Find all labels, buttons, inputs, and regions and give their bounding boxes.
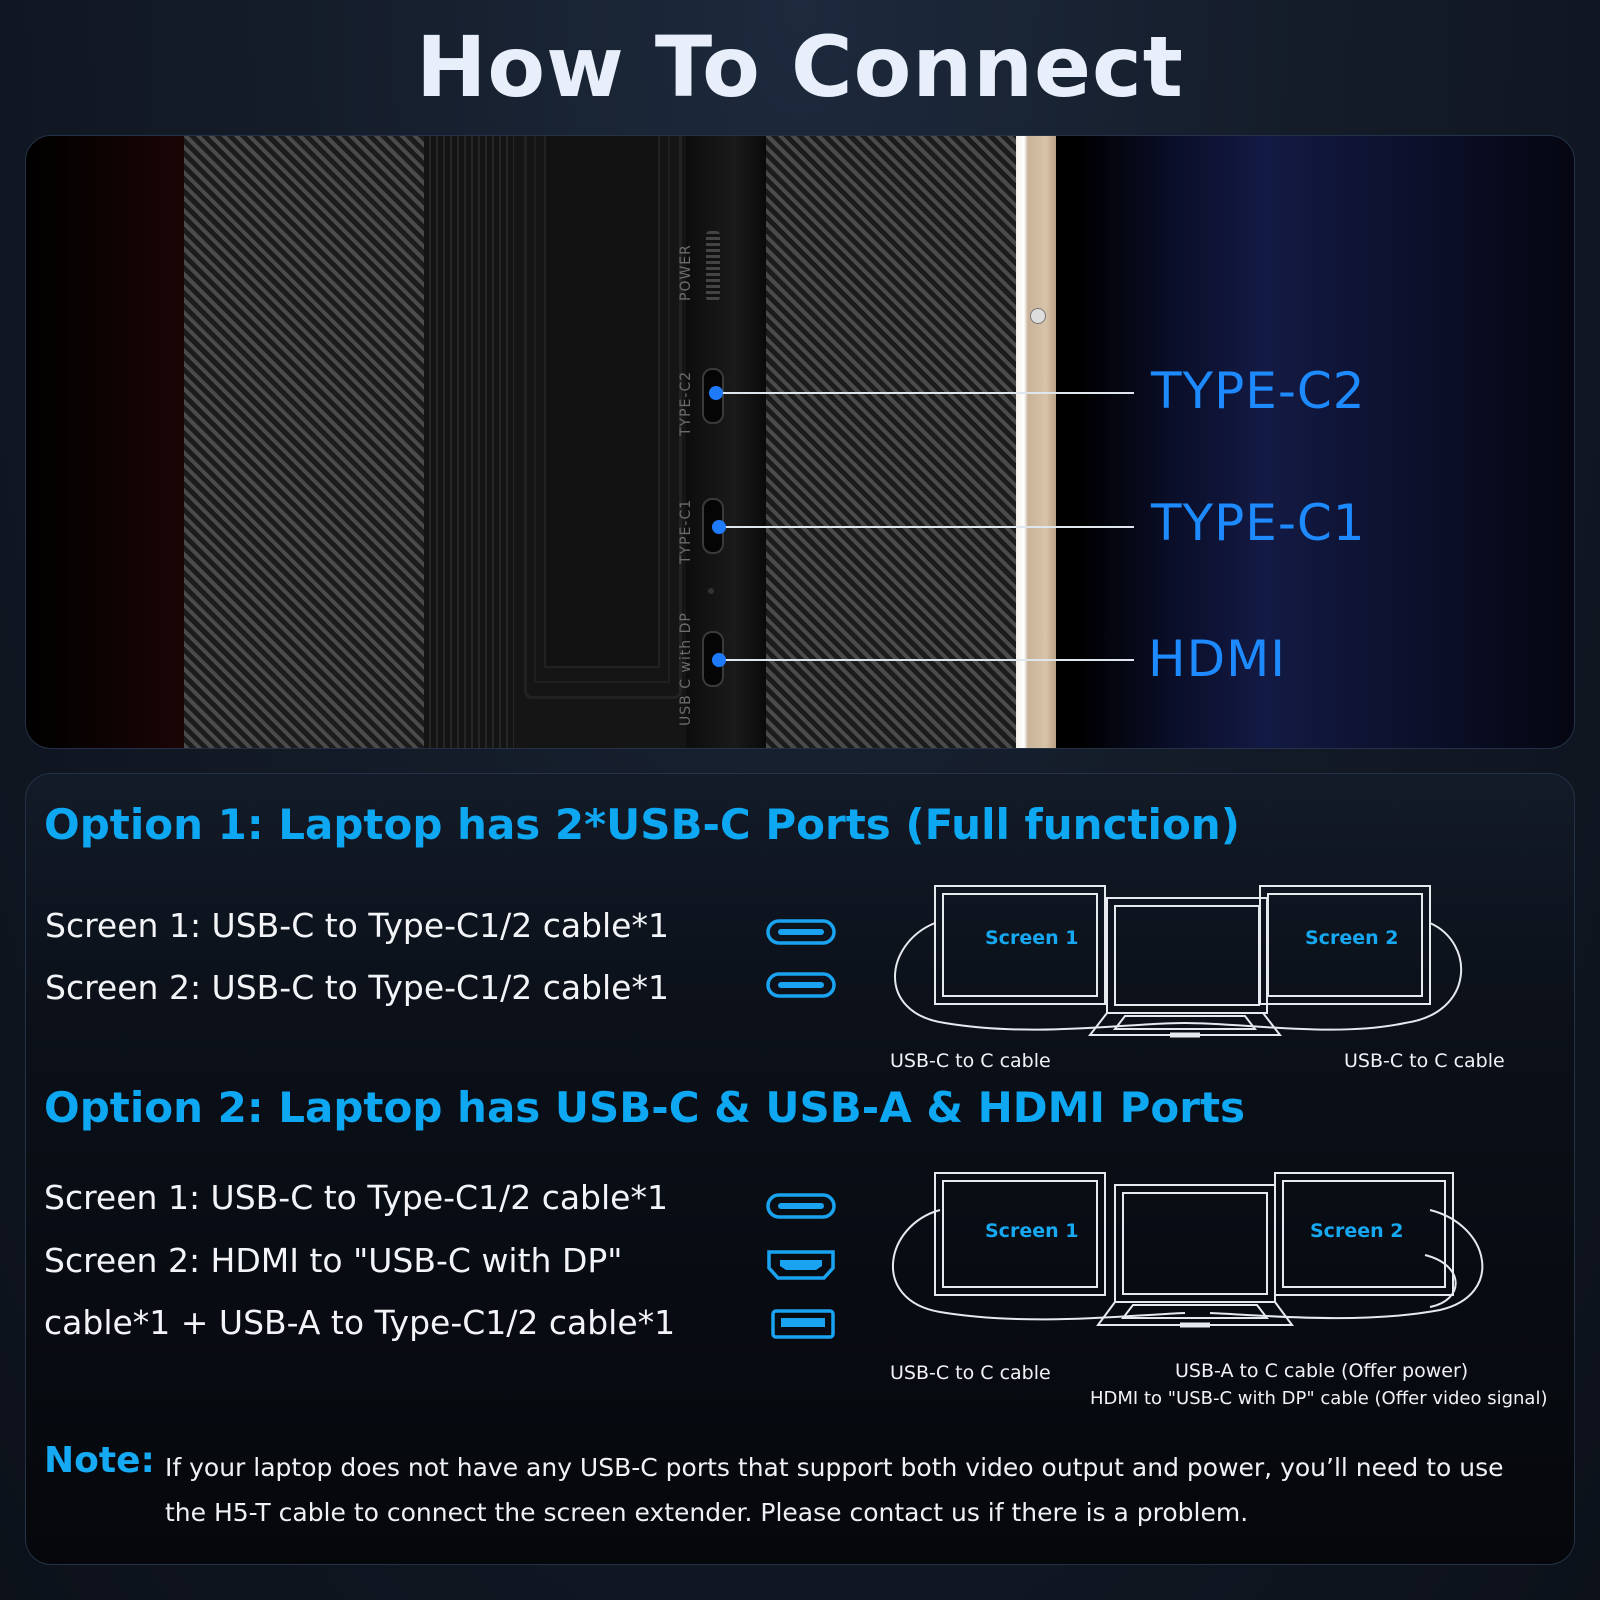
usb-c-dp-port-label: USB C with DP [678, 612, 694, 726]
note-label: Note: [44, 1440, 155, 1481]
option1-diagram-screen2-label: Screen 2 [1305, 927, 1399, 949]
monitor-hinge-ribs [424, 136, 514, 748]
note-text: If your laptop does not have any USB-C p… [165, 1453, 1504, 1527]
option1-heading: Option 1: Laptop has 2*USB-C Ports (Full… [44, 800, 1240, 849]
option2-line-screen1: Screen 1: USB-C to Type-C1/2 cable*1 [44, 1178, 668, 1217]
monitor-back-carbon-left [184, 136, 424, 748]
callout-type-c1: TYPE-C1 [1151, 494, 1366, 552]
callout-line-type-c2 [716, 392, 1134, 394]
callout-line-type-c1 [719, 526, 1134, 528]
type-c1-port-label: TYPE-C1 [678, 498, 694, 564]
callout-dot-hdmi [712, 653, 726, 667]
hdmi-cable-icon [767, 1250, 835, 1280]
option2-caption-right-video: HDMI to "USB-C with DP" cable (Offer vid… [1090, 1388, 1548, 1409]
page-title: How To Connect [416, 18, 1184, 116]
option1-line-screen1: Screen 1: USB-C to Type-C1/2 cable*1 [45, 906, 669, 945]
power-label: POWER [678, 244, 694, 301]
option1-setup-diagram [894, 885, 1463, 1038]
indicator-hole [708, 588, 714, 594]
monitor-hinge-recess [514, 136, 686, 748]
option2-setup-diagram [891, 1172, 1484, 1328]
monitor-back-carbon-right [766, 136, 1016, 748]
usb-a-cable-icon [771, 1309, 835, 1339]
option2-caption-left: USB-C to C cable [890, 1362, 1051, 1384]
usb-c-cable-icon [766, 972, 836, 998]
usb-c-cable-icon [766, 919, 836, 945]
type-c2-port-label: TYPE-C2 [678, 370, 694, 436]
option1-caption-right: USB-C to C cable [1344, 1050, 1505, 1072]
device-photo-panel: POWER TYPE-C2 TYPE-C1 USB C with DP TYPE… [25, 135, 1575, 749]
connection-options-panel [25, 773, 1575, 1565]
callout-hdmi: HDMI [1148, 630, 1286, 688]
option2-line-usb-a: cable*1 + USB-A to Type-C1/2 cable*1 [44, 1303, 676, 1342]
power-button[interactable] [706, 231, 720, 301]
option2-diagram-screen2-label: Screen 2 [1310, 1220, 1404, 1242]
monitor-side-edge: POWER TYPE-C2 TYPE-C1 USB C with DP [678, 136, 766, 748]
usb-c-cable-icon [766, 1193, 836, 1219]
option1-line-screen2: Screen 2: USB-C to Type-C1/2 cable*1 [45, 968, 669, 1007]
option2-heading: Option 2: Laptop has USB-C & USB-A & HDM… [44, 1083, 1246, 1132]
option2-caption-right-power: USB-A to C cable (Offer power) [1175, 1360, 1469, 1382]
callout-dot-type-c1 [712, 520, 726, 534]
screw-icon [1030, 308, 1046, 324]
monitor-gold-frame [1016, 136, 1056, 748]
callout-type-c2: TYPE-C2 [1151, 362, 1366, 420]
option2-diagram-screen1-label: Screen 1 [985, 1220, 1079, 1242]
callout-line-hdmi [719, 659, 1134, 661]
option1-diagram-screen1-label: Screen 1 [985, 927, 1079, 949]
callout-dot-type-c2 [709, 386, 723, 400]
option2-line-screen2: Screen 2: HDMI to "USB-C with DP" [44, 1241, 623, 1280]
option1-caption-left: USB-C to C cable [890, 1050, 1051, 1072]
